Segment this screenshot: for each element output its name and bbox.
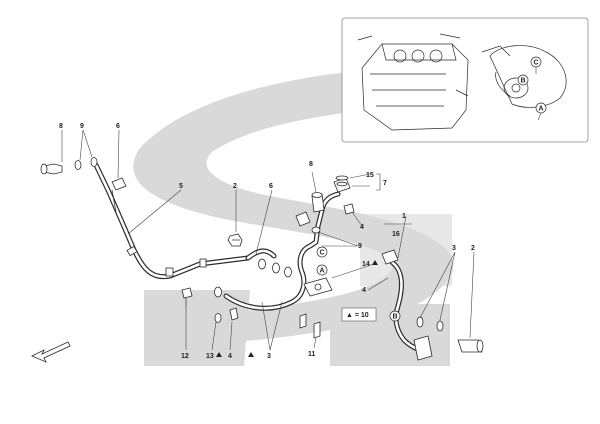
inset-leaders [535, 67, 542, 121]
callout-13: 13 [206, 353, 214, 360]
callout-4-low: 4 [228, 353, 232, 360]
legend-text: ▲ = 10 [346, 312, 369, 319]
badge-b-label: B [393, 314, 398, 321]
bracket-6-mid [295, 211, 311, 227]
callout-5: 5 [179, 183, 183, 190]
inset-badge-b-label: B [521, 78, 526, 85]
badge-a-marker [316, 264, 328, 276]
callout-14: 14 [362, 261, 370, 268]
oil-pipe-16 [381, 249, 433, 361]
callout-12: 12 [181, 353, 189, 360]
screw-4-low [229, 307, 239, 321]
callout-6-mid: 6 [269, 183, 273, 190]
callout-8-left: 8 [59, 123, 63, 130]
callout-8-mid: 8 [309, 161, 313, 168]
engine-block-drawing [357, 33, 469, 131]
plug-4-upper [343, 203, 355, 215]
banjo-bolt-8-left [40, 163, 63, 175]
engine-inset: C B A [341, 17, 589, 143]
bracket-6-left [111, 177, 127, 213]
triangle-mark-low [248, 352, 254, 357]
callout-3-low: 3 [267, 353, 271, 360]
washer-9-mid [311, 226, 321, 234]
direction-arrow-icon [31, 341, 71, 363]
callout-11: 11 [308, 351, 316, 358]
inset-border [341, 17, 589, 143]
bolt-12 [181, 287, 193, 306]
leader-lines [61, 129, 475, 351]
callout-4-mid: 4 [362, 287, 366, 294]
legend-box [341, 307, 377, 322]
callout-1: 1 [402, 213, 406, 220]
washer-9a [74, 160, 82, 170]
washer-3b-right [436, 320, 444, 332]
badge-c-label: C [320, 250, 325, 257]
callout-2-right: 2 [471, 245, 475, 252]
inset-badge-c-label: C [534, 60, 539, 67]
turbocharger-drawing [481, 45, 567, 108]
callout-16: 16 [392, 231, 400, 238]
badge-c-marker [316, 246, 328, 258]
triangle-mark-13 [216, 352, 222, 357]
bolt-11 [299, 313, 321, 339]
oil-pipe-5 [93, 162, 277, 280]
callout-3-right: 3 [452, 245, 456, 252]
inset-badge-b-marker [517, 74, 529, 86]
callout-6-left: 6 [116, 123, 120, 130]
callout-15: 15 [366, 172, 374, 179]
washer-3a-right [416, 316, 424, 328]
flange-14 [303, 277, 333, 297]
inset-badge-a-label: A [539, 106, 544, 113]
callout-9-left: 9 [80, 123, 84, 130]
washer-13 [214, 313, 222, 323]
washer-9b [90, 157, 98, 167]
fitting-8-mid [311, 192, 325, 213]
triangle-mark-14 [372, 260, 378, 265]
clip-ring [258, 258, 266, 270]
callout-2-mid: 2 [233, 183, 237, 190]
plug-2-right [457, 339, 484, 353]
badge-a-label: A [320, 268, 325, 275]
badge-b-marker [389, 310, 401, 322]
elbow-15 [333, 175, 351, 193]
callout-4-upper: 4 [360, 224, 364, 231]
screw-2-mid [227, 233, 243, 247]
callout-9-mid: 9 [358, 243, 362, 250]
oil-pipe-3 [214, 191, 341, 311]
callout-7: 7 [383, 180, 387, 187]
